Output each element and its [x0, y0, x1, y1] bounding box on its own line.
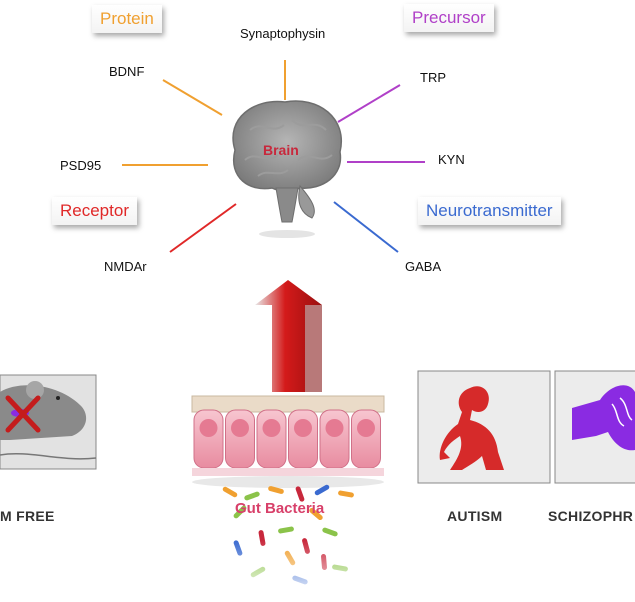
bacterium	[322, 527, 338, 537]
bacterium	[244, 491, 260, 501]
bacterium	[338, 490, 354, 498]
schizophrenia-panel	[554, 370, 635, 484]
gut-bacteria-label: Gut Bacteria	[235, 500, 325, 517]
bacterium	[309, 507, 323, 521]
sad-person-icon	[439, 386, 504, 470]
line-nmdar	[169, 203, 237, 253]
line-gaba	[333, 201, 399, 253]
cell-nucleus	[262, 419, 281, 437]
label-nmdar: NMDAr	[104, 259, 147, 274]
cell-nucleus	[231, 419, 249, 437]
epithelial-cell	[319, 409, 350, 469]
label-kyn: KYN	[438, 152, 465, 167]
label-psd95: PSD95	[60, 158, 102, 173]
label-bdnf: BDNF	[109, 64, 145, 79]
cell-nucleus	[294, 419, 312, 437]
fade-overlay	[200, 540, 380, 602]
epithelial-cell	[193, 409, 224, 469]
label-autism: AUTISM	[447, 508, 503, 524]
crossed-out-icon	[5, 395, 41, 433]
bacterium	[222, 486, 238, 498]
connector-lines	[122, 60, 425, 253]
bacterium	[295, 486, 305, 502]
label-trp: TRP	[420, 70, 446, 85]
brain-icon	[232, 100, 343, 238]
category-protein-label: Protein	[100, 9, 154, 28]
epithelial-cell	[225, 409, 255, 469]
gut-bacteria-cluster	[200, 484, 380, 602]
germ-free-panel	[0, 374, 97, 470]
distressed-person-icon	[572, 385, 635, 451]
category-precursor-label: Precursor	[412, 8, 486, 27]
epithelial-cell	[288, 409, 318, 469]
cell-nucleus	[325, 419, 344, 437]
autism-panel	[417, 370, 551, 484]
category-receptor: Receptor	[52, 197, 137, 225]
bacterium	[314, 484, 330, 496]
category-neurotransmitter-label: Neurotransmitter	[426, 201, 553, 220]
label-germ-free: M FREE	[0, 508, 55, 524]
category-protein: Protein	[92, 5, 162, 33]
bacterium	[268, 486, 284, 494]
cell-nucleus	[357, 419, 375, 437]
cell-nucleus	[199, 419, 218, 437]
epithelial-cell	[256, 409, 287, 469]
label-schizophrenia: SCHIZOPHR	[548, 508, 634, 524]
category-receptor-label: Receptor	[60, 201, 129, 220]
epithelial-cell	[351, 409, 381, 469]
brain-label: Brain	[263, 142, 299, 158]
label-gaba: GABA	[405, 259, 442, 274]
line-bdnf	[162, 79, 223, 116]
label-synaptophysin: Synaptophysin	[240, 26, 326, 41]
upward-arrow	[255, 280, 322, 392]
category-neurotransmitter: Neurotransmitter	[418, 197, 561, 225]
category-precursor: Precursor	[404, 4, 494, 32]
bacterium	[233, 505, 247, 519]
bacterium	[278, 526, 294, 534]
gut-epithelium	[191, 395, 385, 488]
line-trp	[337, 84, 401, 123]
